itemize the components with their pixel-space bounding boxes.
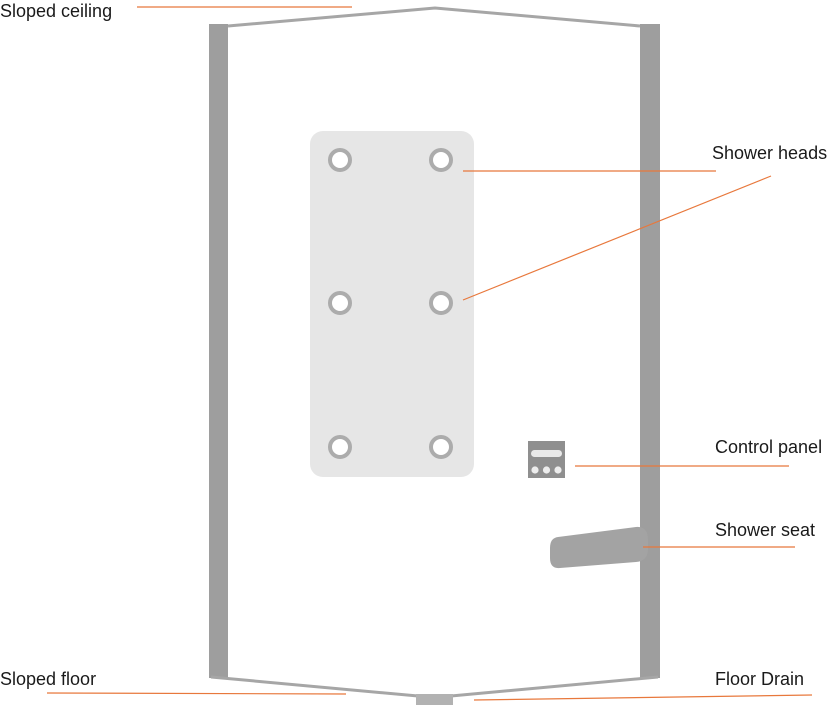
control-panel-display <box>531 450 562 457</box>
shower-head <box>328 435 352 459</box>
shower-head-panel <box>310 131 474 477</box>
control-panel-button <box>542 466 551 474</box>
shower-heads <box>328 148 453 459</box>
left-wall <box>209 24 228 678</box>
shower-head <box>429 435 453 459</box>
shower-seat-label: Shower seat <box>715 520 815 540</box>
shower-heads-diagonal-leader <box>462 175 772 301</box>
control-panel-button <box>531 466 539 474</box>
shower-head <box>328 291 352 315</box>
sloped-floor-label: Sloped floor <box>0 669 96 689</box>
control-panel <box>528 441 565 478</box>
leader-lines <box>46 6 813 701</box>
floor-drain-label: Floor Drain <box>715 669 804 689</box>
control-panel-label: Control panel <box>715 437 822 457</box>
shower-heads-label: Shower heads <box>712 143 827 163</box>
control-panel-button <box>554 466 562 474</box>
shower-head <box>429 148 453 172</box>
shower-head <box>429 291 453 315</box>
shower-seat <box>550 526 648 569</box>
right-wall <box>640 24 660 678</box>
sloped-ceiling <box>227 6 641 28</box>
sloped-ceiling-label: Sloped ceiling <box>0 1 112 21</box>
sloped-floor-leader <box>46 692 347 695</box>
sloped-floor <box>210 675 659 698</box>
shower-head <box>328 148 352 172</box>
floor-drain-leader <box>473 694 813 701</box>
floor-drain <box>416 694 453 705</box>
